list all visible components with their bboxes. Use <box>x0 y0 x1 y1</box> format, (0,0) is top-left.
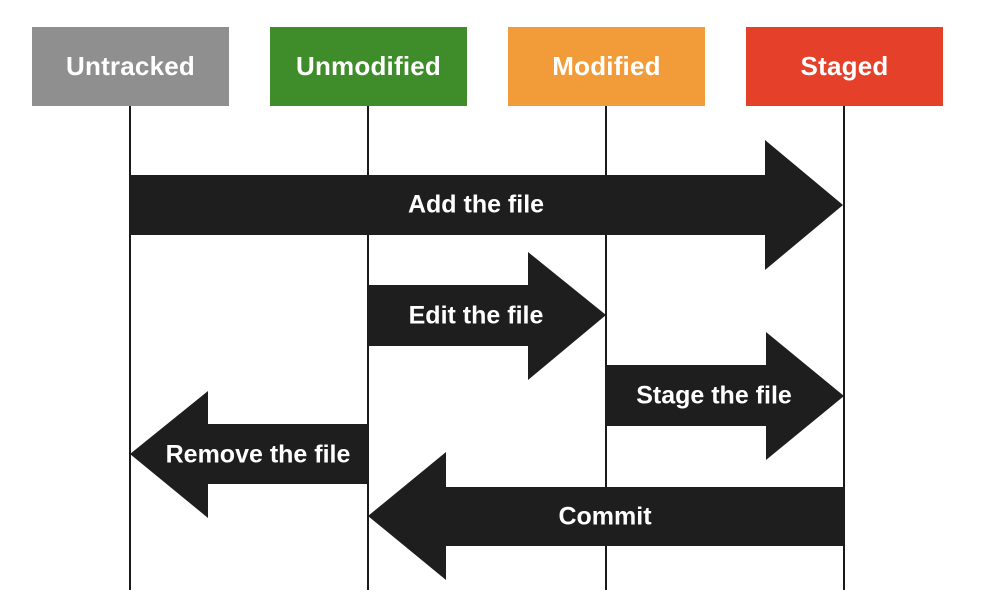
arrow-commit <box>368 452 844 580</box>
lifeline-untracked <box>129 106 131 590</box>
label-stage-the-file: Stage the file <box>636 381 792 410</box>
lifeline-modified <box>605 106 607 590</box>
arrow-stage-the-file <box>606 332 844 460</box>
lifeline-staged <box>843 106 845 590</box>
arrow-remove-the-file <box>130 391 368 518</box>
arrow-add-the-file <box>130 140 843 270</box>
label-commit: Commit <box>558 502 652 531</box>
state-modified: Modified <box>508 27 705 106</box>
state-staged: Staged <box>746 27 943 106</box>
lifeline-unmodified <box>367 106 369 590</box>
state-unmodified: Unmodified <box>270 27 467 106</box>
label-edit-the-file: Edit the file <box>408 301 544 330</box>
label-remove-the-file: Remove the file <box>165 440 351 469</box>
label-add-the-file: Add the file <box>407 190 545 219</box>
arrow-edit-the-file <box>368 252 606 380</box>
state-untracked: Untracked <box>32 27 229 106</box>
